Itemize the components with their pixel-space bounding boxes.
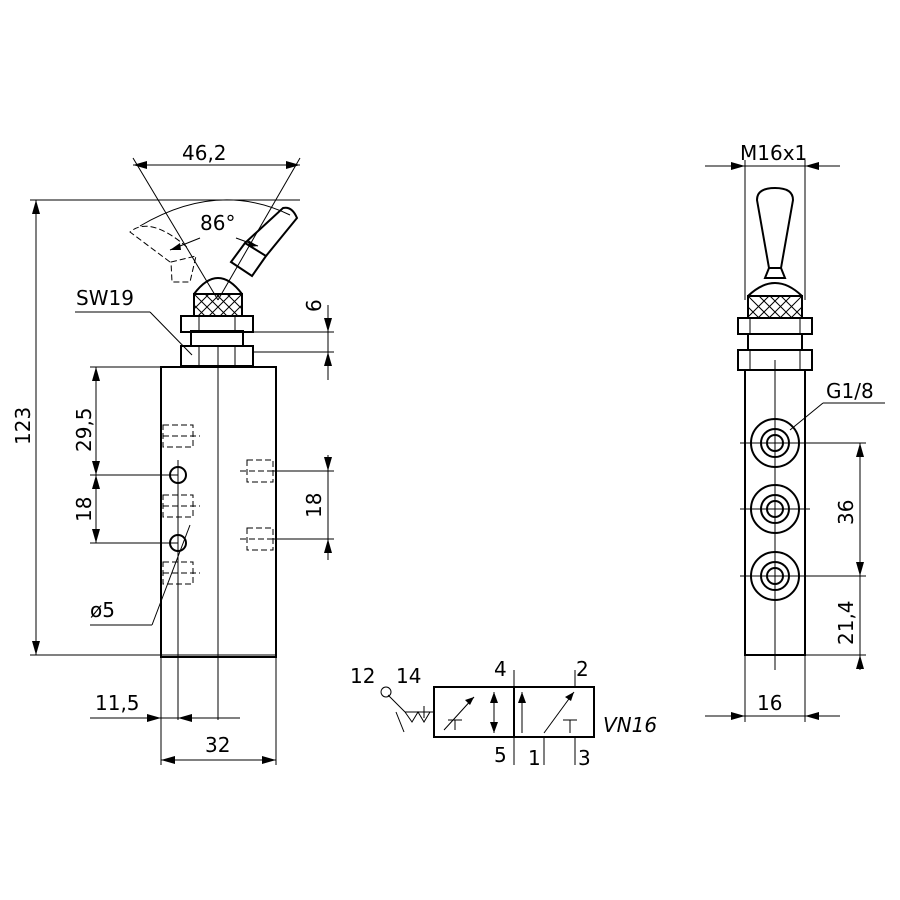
dim-body-width: 32 [205,733,230,757]
dim-thread: M16x1 [740,141,807,165]
dim-hole-diameter: ø5 [90,598,115,622]
dim-port-pitch-right: 18 [302,493,326,518]
dim-total-height: 123 [11,407,35,445]
symbol-port-4: 4 [494,657,507,681]
dim-side-width: 16 [757,691,782,715]
lever-alt-position [129,225,197,283]
knurled-knob [193,277,243,317]
dim-wrench-size: SW19 [76,286,134,310]
symbol-port-12: 12 [350,664,375,688]
side-view: M16x1 G1/8 36 21,4 16 [705,141,885,722]
lever-handle [229,206,299,278]
dim-port-pitch-left: 18 [72,497,96,522]
front-view: 46,2 86° SW19 6 123 29,5 18 18 ø5 11,5 3… [11,141,334,765]
dim-side-pitch: 36 [834,500,858,525]
dim-port-thread: G1/8 [826,379,874,403]
hidden-ports-left [162,424,200,585]
hex-nut [180,315,254,367]
dim-side-bottom-offset: 21,4 [834,600,858,645]
symbol-port-2: 2 [576,657,589,681]
symbol-model: VN16 [603,713,657,737]
symbol-port-3: 3 [578,746,591,770]
symbol-port-5: 5 [494,743,507,767]
dim-nut-height: 6 [302,299,326,312]
dim-first-port-offset: 29,5 [72,407,96,452]
symbol-port-1: 1 [528,746,541,770]
hidden-ports-right [240,459,274,551]
dim-lever-width: 46,2 [182,141,227,165]
pneumatic-symbol: 12 14 4 2 5 1 3 VN16 [350,657,657,770]
dim-lever-angle: 86° [200,211,235,235]
dim-hole-offset: 11,5 [95,691,140,715]
symbol-port-14: 14 [396,664,421,688]
